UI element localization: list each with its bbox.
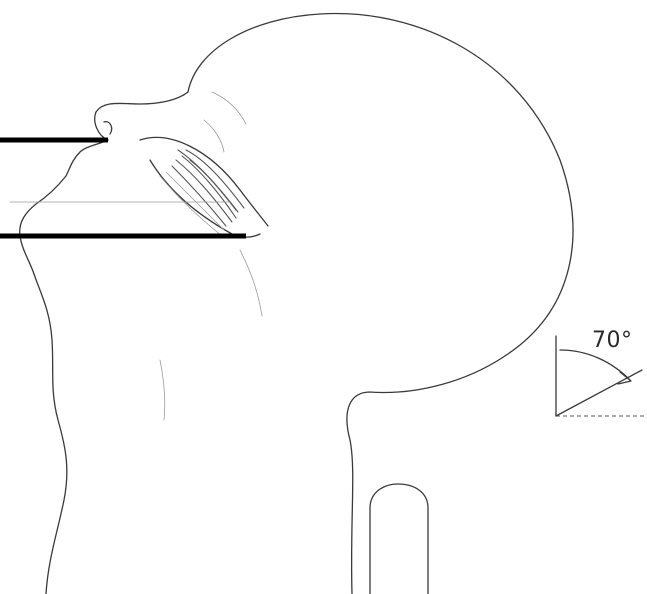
jaw-contour — [240, 250, 262, 316]
nostril — [104, 122, 112, 134]
mouth-outline — [20, 176, 66, 274]
head-outline — [188, 14, 573, 594]
eye-lower-lid — [150, 160, 260, 237]
neck-front-outline — [34, 274, 67, 594]
brow-outline — [95, 92, 188, 140]
angle-ray — [556, 370, 642, 416]
angle-label: 70° — [592, 328, 633, 353]
cheek-contour — [212, 92, 246, 124]
neck-shading — [160, 360, 165, 420]
temple-contour — [204, 120, 224, 152]
nose-outline — [66, 140, 108, 176]
neck-support-post — [370, 484, 428, 594]
eye-shading — [160, 150, 244, 236]
eye-upper-lid — [140, 137, 268, 226]
angle-arc — [560, 350, 630, 380]
